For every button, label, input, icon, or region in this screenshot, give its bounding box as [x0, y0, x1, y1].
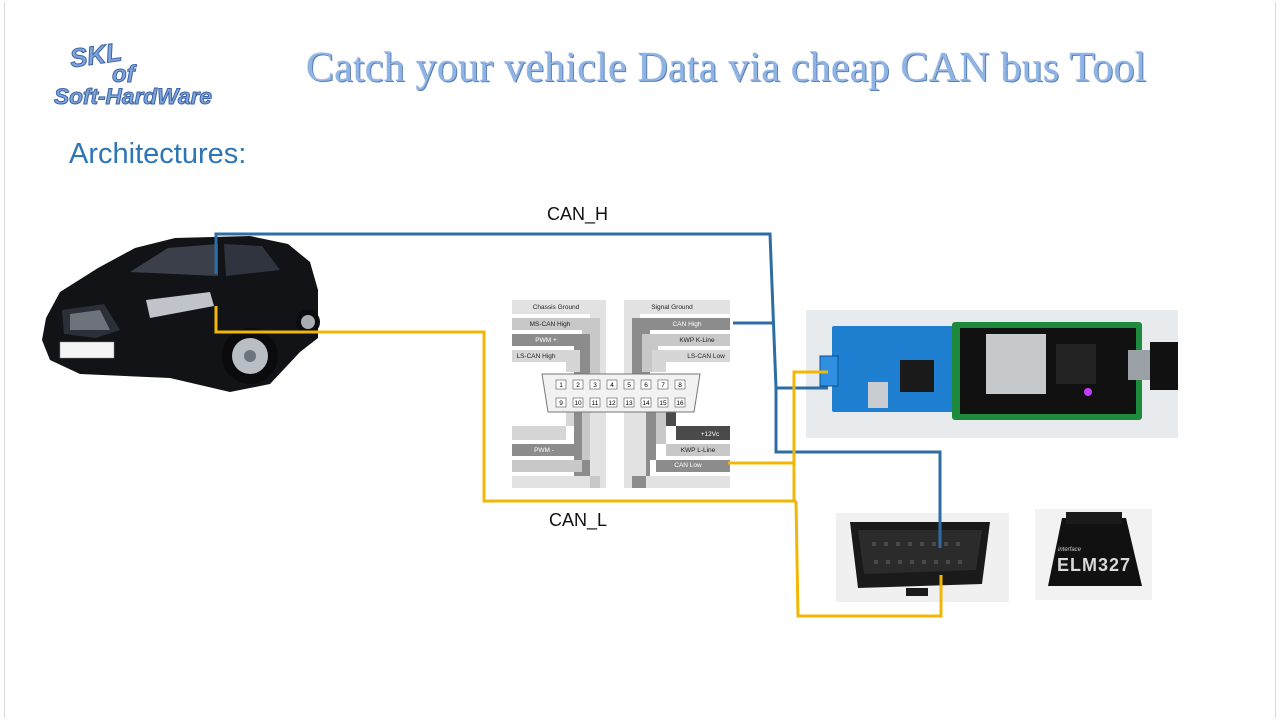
pinout-left-label: PWM +	[535, 337, 557, 344]
pinout-left-label: LS-CAN High	[516, 353, 555, 360]
pin-label: 6	[644, 382, 648, 389]
pinout-right-label: KWP K-Line	[679, 337, 715, 344]
pin-label: 14	[642, 400, 650, 407]
elm327-adapter-photo: interface ELM327	[1035, 509, 1152, 600]
can-module-photo	[806, 310, 1178, 438]
pin-label: 7	[661, 382, 665, 389]
pinout-right-label: Signal Ground	[651, 304, 693, 311]
section-heading: Architectures:	[69, 138, 247, 170]
pin-label: 5	[627, 382, 631, 389]
page-title: Catch your vehicle Data via cheap CAN bu…	[306, 45, 1147, 91]
pinout-right-label: KWP L-Line	[681, 447, 716, 454]
can-l-label: CAN_L	[549, 510, 608, 530]
can-l-wire	[214, 306, 943, 618]
pinout-left-label: MS-CAN High	[530, 321, 571, 328]
pinout-left-label: PWM -	[534, 447, 554, 454]
pin-label: 11	[592, 400, 599, 407]
pin-label: 16	[676, 400, 684, 407]
pinout-right-label: +12Vc	[701, 431, 720, 438]
logo: SKL of Soft-HardWare	[54, 36, 213, 109]
obd-connector-photo	[836, 513, 1009, 602]
pin-label: 2	[576, 382, 580, 389]
elm-brand-small: interface	[1058, 547, 1082, 553]
pin-label: 15	[659, 400, 667, 407]
logo-line3: Soft-HardWare	[54, 84, 212, 109]
logo-line2: of	[112, 61, 137, 88]
pin-label: 12	[608, 400, 616, 407]
elm-brand: ELM327	[1057, 555, 1131, 575]
pin-row-top: 1 2 3 4 5 6 7 8	[555, 379, 686, 390]
pin-label: 3	[593, 382, 597, 389]
pin-label: 9	[559, 400, 563, 407]
pin-label: 4	[610, 382, 614, 389]
car-image	[42, 236, 320, 392]
pin-label: 1	[559, 382, 563, 389]
pinout-right-label: CAN Low	[674, 462, 702, 469]
pinout-left-label: Chassis Ground	[533, 304, 580, 311]
logo-line1: SKL	[68, 37, 124, 74]
obd-pinout-diagram: 1 2 3 4 5 6 7 8 9 10 11 12 13 14 15 16	[508, 298, 734, 488]
pin-label: 8	[678, 382, 682, 389]
pin-label: 10	[574, 400, 582, 407]
pin-label: 13	[625, 400, 633, 407]
can-h-label: CAN_H	[547, 204, 609, 224]
pinout-right-label: LS-CAN Low	[687, 353, 725, 360]
slide-frame	[4, 2, 1276, 718]
pinout-right-label: CAN High	[673, 321, 702, 328]
pin-row-bottom: 9 10 11 12 13 14 15 16	[555, 397, 686, 408]
